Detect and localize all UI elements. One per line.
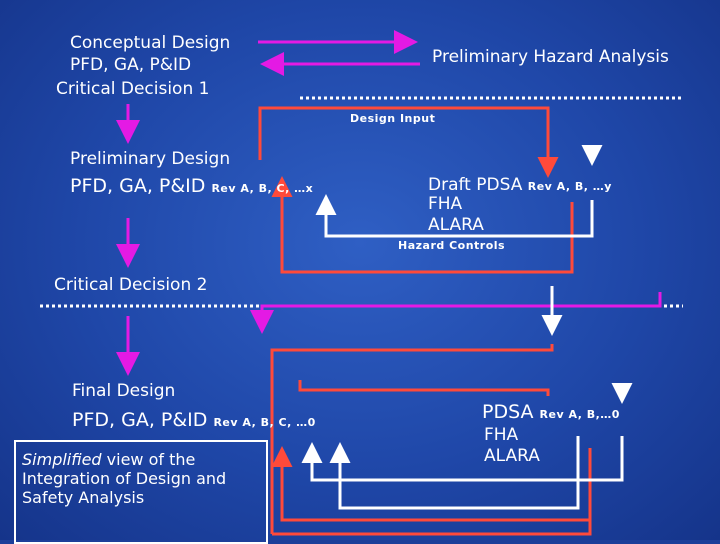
note-emphasis: Simplified — [22, 450, 102, 469]
red-feed-pdsa — [298, 380, 550, 396]
final-design-title: Final Design — [72, 381, 176, 401]
pdsa: PDSA Rev A, B,…0 — [482, 401, 620, 424]
hazard-controls-label: Hazard Controls — [398, 239, 506, 252]
critical-decision-1: Critical Decision 1 — [56, 79, 210, 99]
preliminary-hazard-analysis: Preliminary Hazard Analysis — [432, 47, 669, 67]
pdsa-title: PDSA — [482, 401, 534, 423]
red-design-input-loop — [258, 106, 559, 178]
preliminary-docs-text: PFD, GA, P&ID — [70, 175, 206, 197]
red-loop-final-left — [270, 344, 554, 534]
pdsa-alara: ALARA — [484, 446, 540, 466]
design-input-label: Design Input — [350, 112, 436, 125]
white-loop-final-return — [301, 436, 624, 482]
pdsa-fha: FHA — [484, 425, 519, 445]
preliminary-design-docs: PFD, GA, P&ID Rev A, B, C, …x — [70, 175, 314, 198]
red-loop-final-up — [271, 446, 592, 522]
magenta-connector-to-final — [250, 292, 662, 334]
critical-decision-2: Critical Decision 2 — [54, 275, 208, 295]
conceptual-design-title: Conceptual Design — [70, 33, 231, 53]
final-design-docs: PFD, GA, P&ID Rev A, B, C, …0 — [72, 409, 316, 432]
draft-pdsa: Draft PDSA Rev A, B, …y — [428, 175, 612, 196]
preliminary-rev: Rev A, B, C, …x — [211, 182, 314, 195]
note-text: view of the Integration of Design and Sa… — [22, 450, 227, 508]
draft-pdsa-title: Draft PDSA — [428, 175, 523, 195]
preliminary-design-title: Preliminary Design — [70, 149, 231, 169]
white-loop-preliminary — [315, 194, 594, 238]
simplified-view-note: Simplified view of the Integration of De… — [14, 440, 268, 544]
pdsa-rev: Rev A, B,…0 — [539, 408, 620, 421]
final-docs-text: PFD, GA, P&ID — [72, 409, 208, 431]
final-rev: Rev A, B, C, …0 — [213, 416, 316, 429]
conceptual-design-docs: PFD, GA, P&ID — [70, 55, 192, 75]
white-loop-final-inner — [329, 436, 580, 510]
draft-alara: ALARA — [428, 215, 484, 235]
draft-fha: FHA — [428, 194, 463, 214]
draft-pdsa-rev: Rev A, B, …y — [527, 180, 612, 193]
